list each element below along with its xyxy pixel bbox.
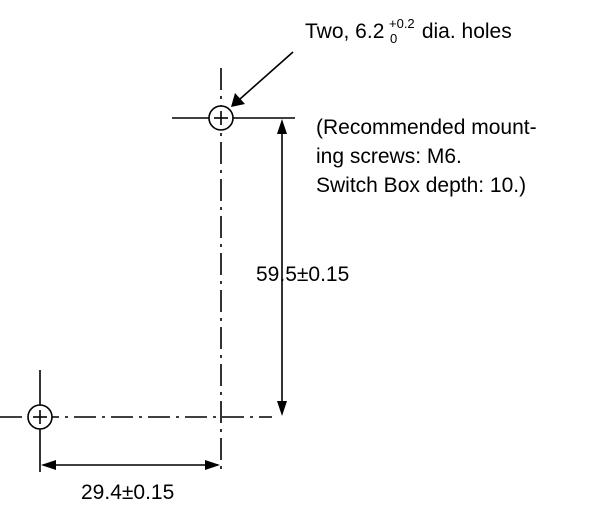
hole-callout-text: Two, 6.2 +0.2 0 dia. holes	[305, 16, 512, 46]
vertical-dimension-arrow-bottom	[277, 401, 287, 416]
vertical-dimension-arrow-top	[277, 119, 287, 134]
callout-prefix: Two, 6.2	[305, 20, 384, 43]
horizontal-dimension-arrow-left	[41, 460, 56, 470]
callout-suffix: dia. holes	[416, 20, 512, 43]
vertical-dimension-label: 59.5±0.15	[256, 263, 349, 286]
vertical-dimension	[277, 119, 287, 416]
leader-line	[239, 51, 294, 100]
leader-arrowhead	[231, 93, 245, 107]
note-line-1: (Recommended mount-	[316, 116, 537, 139]
callout-tolerance-upper: +0.2	[389, 16, 415, 31]
callout-tolerance-lower: 0	[390, 31, 397, 46]
note-line-2: ing screws: M6.	[316, 145, 462, 168]
callout-leader	[231, 51, 294, 107]
horizontal-dimension	[41, 460, 220, 470]
lower-hole	[27, 370, 53, 472]
note-line-3: Switch Box depth: 10.)	[316, 174, 526, 197]
mounting-note: (Recommended mount- ing screws: M6. Swit…	[316, 116, 537, 197]
horizontal-dimension-arrow-right	[205, 460, 220, 470]
upper-hole	[172, 105, 295, 131]
horizontal-dimension-label: 29.4±0.15	[81, 481, 174, 504]
svg-text:Two, 6.2: Two, 6.2	[305, 20, 384, 43]
